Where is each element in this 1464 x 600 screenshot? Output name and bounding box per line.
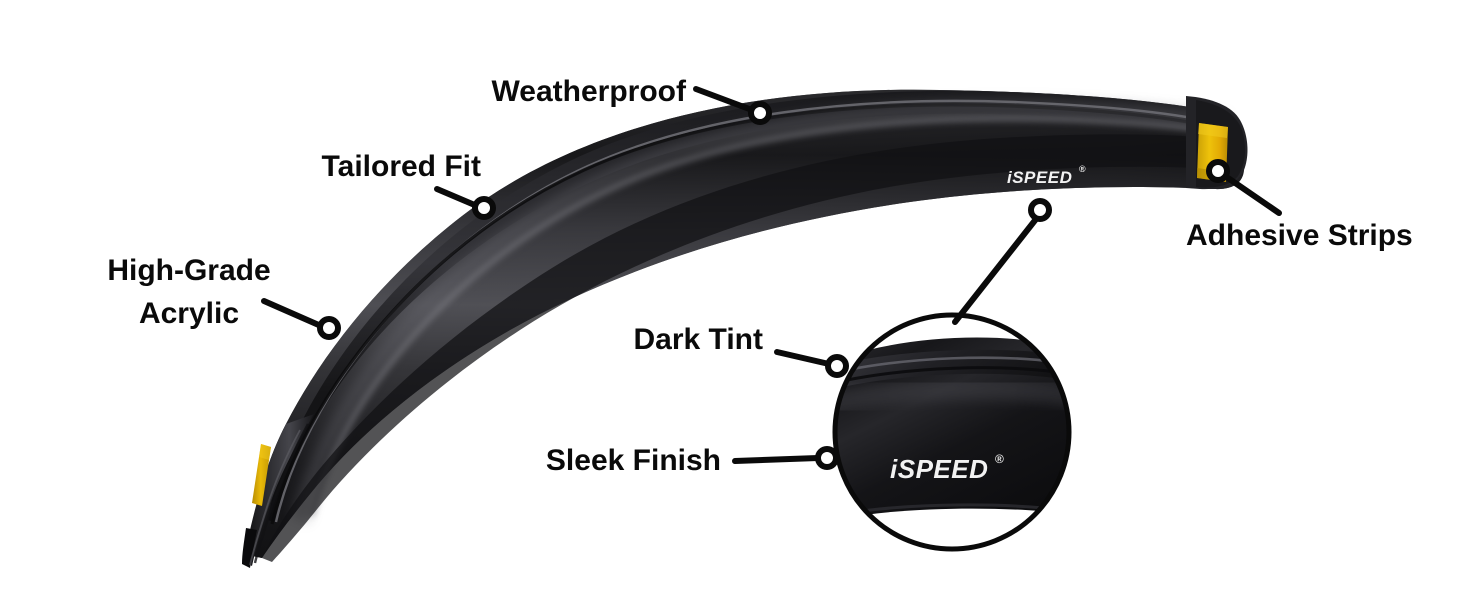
marker-weatherproof xyxy=(748,101,772,125)
visor-left-tail xyxy=(244,414,314,566)
callout-label-high-grade-line2: Acrylic xyxy=(139,297,239,330)
leader-dark-tint xyxy=(774,349,832,367)
callout-detail-zoom-link xyxy=(952,198,1052,325)
callout-sleek-finish[interactable]: Sleek Finish xyxy=(546,444,839,477)
brand-logo-main-text: iSPEED xyxy=(1007,168,1072,187)
callout-label-high-grade-line1: High-Grade xyxy=(107,254,270,287)
detail-magnifier: iSPEED ® xyxy=(832,312,1072,552)
callout-label-tailored-fit: Tailored Fit xyxy=(322,150,481,183)
detail-zoom-leader xyxy=(952,211,1043,325)
callout-label-sleek-finish: Sleek Finish xyxy=(546,444,721,477)
marker-dark-tint xyxy=(825,354,849,378)
marker-high-grade-acrylic xyxy=(317,316,341,340)
visor-tail-seam xyxy=(249,429,301,566)
leader-sleek-finish xyxy=(732,455,821,464)
leader-weatherproof xyxy=(693,86,755,113)
callout-weatherproof[interactable]: Weatherproof xyxy=(492,75,772,125)
visor-lower-edge xyxy=(262,134,1232,562)
magnifier-brand-logo-reg: ® xyxy=(995,452,1004,466)
leader-adhesive-strips xyxy=(1225,175,1282,216)
leader-tailored-fit xyxy=(434,186,480,209)
callout-label-adhesive-strips: Adhesive Strips xyxy=(1186,219,1413,252)
callout-dark-tint[interactable]: Dark Tint xyxy=(634,323,849,378)
marker-tailored-fit xyxy=(472,196,496,220)
adhesive-strip-left xyxy=(252,444,271,506)
magnifier-ring xyxy=(832,312,1072,552)
visor-tail-seam-2 xyxy=(253,423,310,564)
marker-adhesive-strips xyxy=(1206,159,1230,183)
callout-high-grade-acrylic[interactable]: High-Grade Acrylic xyxy=(107,254,341,340)
callout-label-weatherproof: Weatherproof xyxy=(492,75,687,108)
callout-label-dark-tint: Dark Tint xyxy=(634,323,763,356)
marker-sleek-finish xyxy=(815,446,839,470)
callout-adhesive-strips[interactable]: Adhesive Strips xyxy=(1186,159,1413,252)
detail-zoom-marker xyxy=(1028,198,1052,222)
callout-tailored-fit[interactable]: Tailored Fit xyxy=(322,150,496,220)
visor-tail-tip xyxy=(242,528,257,568)
visor-gloss-core xyxy=(309,115,1225,517)
visor-gloss-highlight xyxy=(291,100,1228,522)
brand-logo-main-reg: ® xyxy=(1079,164,1086,174)
brand-logo-main: iSPEED ® xyxy=(1007,164,1086,187)
magnifier-brand-logo: iSPEED xyxy=(890,454,988,484)
leader-high-grade-acrylic xyxy=(261,298,324,329)
visor-top-ridge xyxy=(268,90,1224,523)
